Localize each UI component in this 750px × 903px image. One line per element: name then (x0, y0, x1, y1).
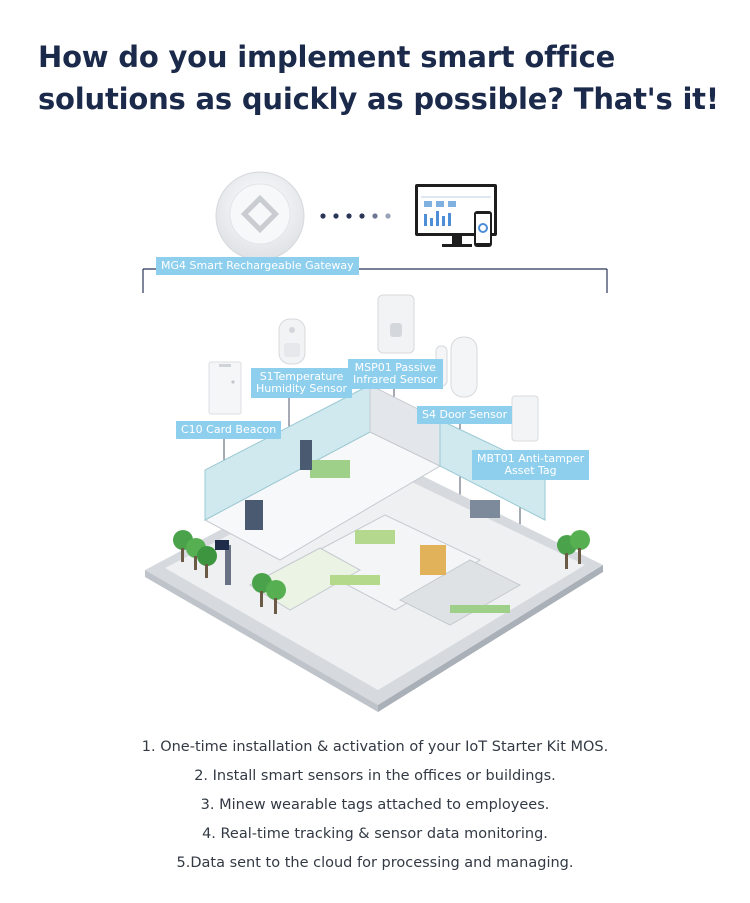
list-item: 4. Real-time tracking & sensor data moni… (202, 826, 548, 842)
list-item: 2. Install smart sensors in the offices … (194, 768, 556, 784)
smart-office-diagram: MG4 Smart Rechargeable Gateway C10 Card … (0, 160, 750, 720)
gateway-device-icon (215, 171, 305, 261)
connection-dots (320, 213, 391, 219)
list-item: 3. Minew wearable tags attached to emplo… (200, 797, 550, 813)
asset-tag-device-icon (511, 395, 539, 442)
device-label-line: MSP01 Passive (354, 361, 436, 374)
device-label-s1: S1Temperature Humidity Sensor (251, 368, 353, 398)
list-item: 5.Data sent to the cloud for processing … (176, 855, 574, 871)
device-label-line: S1Temperature (259, 370, 344, 383)
gateway-label: MG4 Smart Rechargeable Gateway (156, 257, 359, 275)
device-label-line: Humidity Sensor (256, 382, 348, 395)
page-headline: How do you implement smart office soluti… (38, 40, 719, 116)
office-floor-illustration (145, 384, 603, 712)
pir-sensor-device-icon (377, 294, 415, 354)
device-label-msp01: MSP01 Passive Infrared Sensor (348, 359, 443, 389)
trees-icon (173, 530, 590, 614)
device-label-line: Asset Tag (504, 464, 557, 477)
card-beacon-device-icon (208, 361, 242, 415)
temp-sensor-device-icon (278, 318, 306, 365)
device-label-s4: S4 Door Sensor (417, 406, 513, 424)
phone-icon (474, 211, 492, 247)
list-item: 1. One-time installation & activation of… (141, 739, 609, 755)
diagram-illustration (142, 171, 608, 712)
device-label-line: MBT01 Anti-tamper (477, 452, 585, 465)
device-label-line: Infrared Sensor (353, 373, 438, 386)
device-label-c10: C10 Card Beacon (176, 421, 282, 439)
device-label-mbt01: MBT01 Anti-tamper Asset Tag (472, 450, 590, 480)
steps-list: 1. One-time installation & activation of… (0, 733, 750, 878)
